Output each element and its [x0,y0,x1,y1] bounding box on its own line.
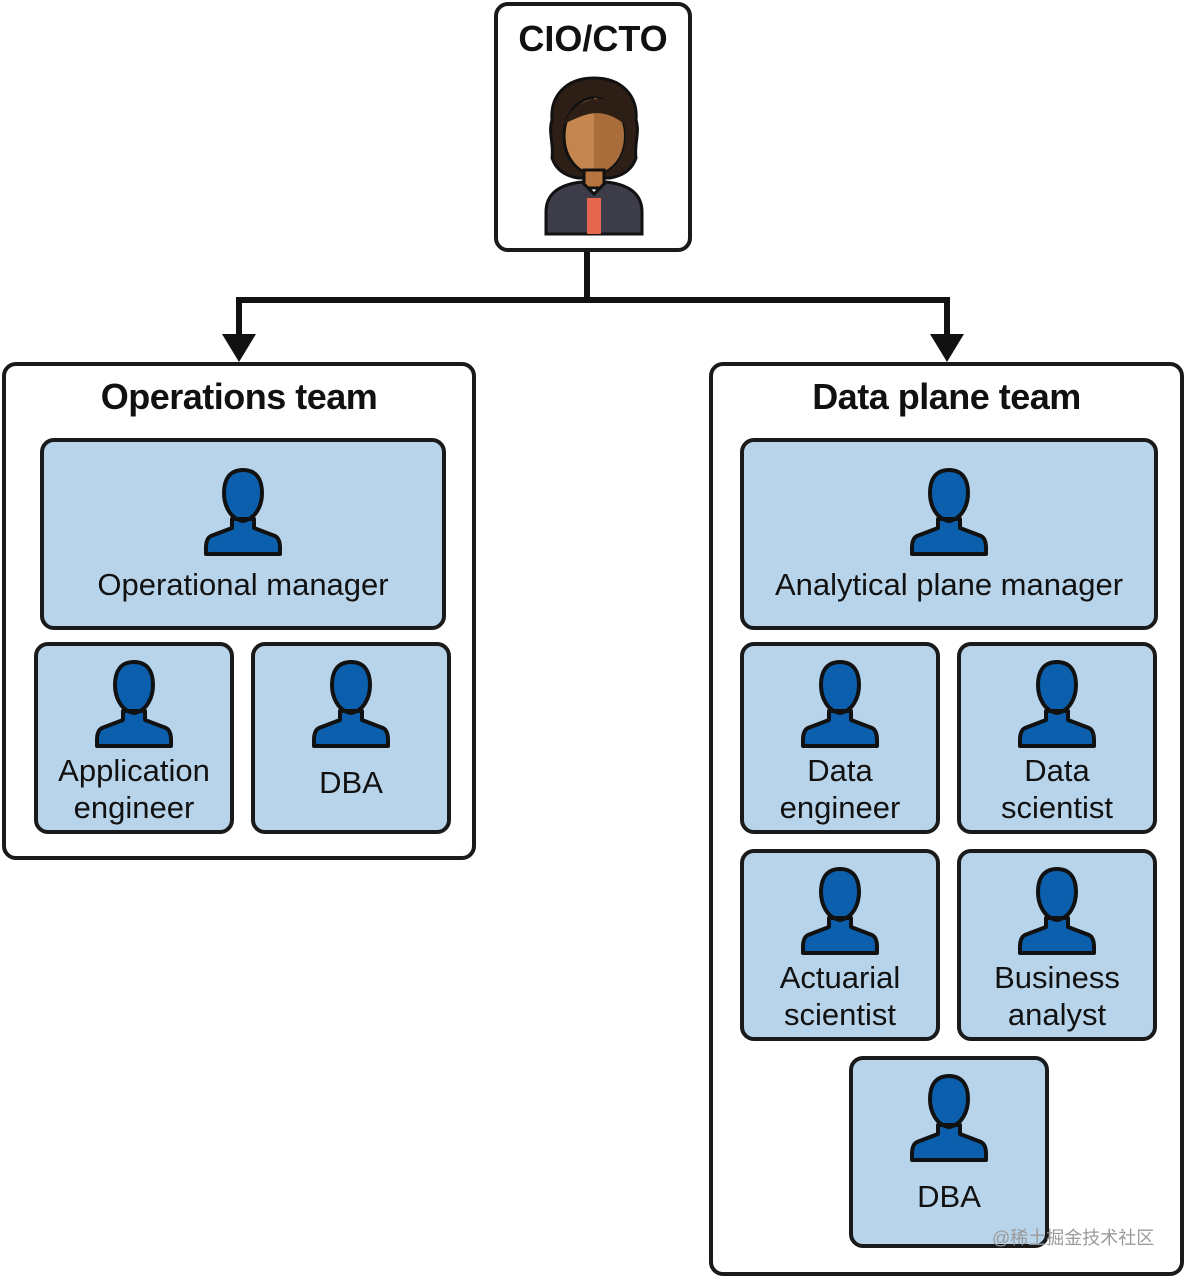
operations-team-title: Operations team [100,376,378,417]
person-icon [1018,867,1096,955]
cio-cto-title: CIO/CTO [518,18,668,59]
person-icon [95,660,173,748]
watermark: @稀土掘金技术社区 [992,1228,1155,1248]
person-icon [910,468,988,556]
role-label: Business analyst [994,960,1120,1032]
operations-team-group[interactable]: Operations team Operational manager Appl… [2,362,476,860]
role-label: Data engineer [779,753,901,825]
role-dba-data-plane[interactable]: DBA [849,1056,1049,1248]
role-label: Data scientist [1001,753,1113,825]
role-dba-operations[interactable]: DBA [251,642,451,834]
role-business-analyst[interactable]: Business analyst [957,849,1157,1041]
person-icon [1018,660,1096,748]
connector-left-down [236,297,242,337]
role-data-engineer[interactable]: Data engineer [740,642,940,834]
role-label: DBA [917,1179,981,1214]
role-label: Analytical plane manager [774,567,1124,602]
connector-right-down [944,297,950,337]
role-actuarial-scientist[interactable]: Actuarial scientist [740,849,940,1041]
executive-avatar-icon [544,76,644,236]
role-label: Application engineer [58,753,210,825]
role-data-scientist[interactable]: Data scientist [957,642,1157,834]
arrowhead-data-plane-icon [930,334,964,362]
role-label: Operational manager [97,567,389,602]
role-analytical-plane-manager[interactable]: Analytical plane manager [740,438,1158,630]
role-label: DBA [319,765,383,800]
connector-cio-down [584,248,590,302]
person-icon [312,660,390,748]
role-application-engineer[interactable]: Application engineer [34,642,234,834]
person-icon [801,867,879,955]
data-plane-team-title: Data plane team [812,376,1081,417]
cio-cto-box[interactable]: CIO/CTO [494,2,692,252]
role-operational-manager[interactable]: Operational manager [40,438,446,630]
role-label: Actuarial scientist [779,960,901,1032]
connector-horizontal [236,297,950,303]
arrowhead-operations-icon [222,334,256,362]
data-plane-team-group[interactable]: Data plane team Analytical plane manager… [709,362,1184,1276]
person-icon [801,660,879,748]
person-icon [204,468,282,556]
person-icon [910,1074,988,1162]
